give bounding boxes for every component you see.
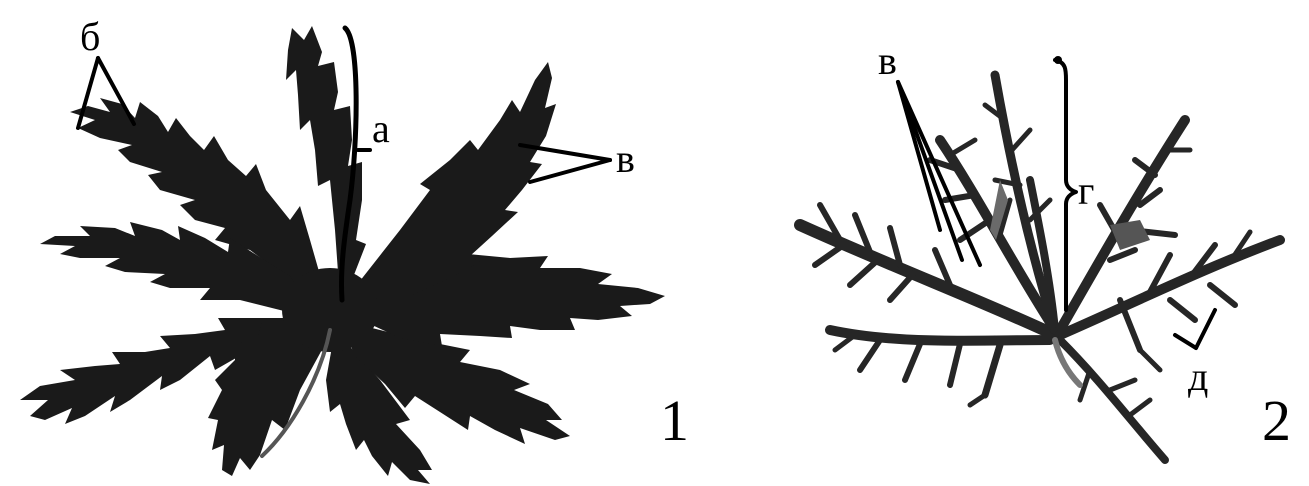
label-d: д [1188,354,1208,399]
figure-number-1: 1 [660,388,689,453]
label-b: б [80,14,100,59]
label-a: а [372,106,390,151]
figure-2: в г д 2 [800,38,1291,460]
pointer-g [1054,56,1076,310]
label-v-1: в [616,136,635,181]
label-g: г [1078,168,1094,213]
pointer-v-2 [898,82,980,265]
figure-1: б а в 1 [20,14,689,484]
pointer-d [1175,310,1215,348]
label-v-2: в [878,38,897,83]
figure-number-2: 2 [1262,388,1291,453]
leaf-2-silhouette [800,75,1280,460]
